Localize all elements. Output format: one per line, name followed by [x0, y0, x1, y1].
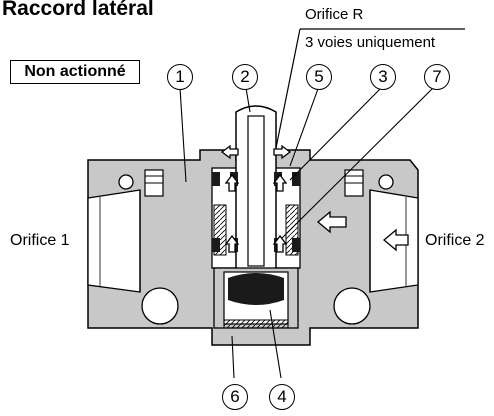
spring-seal	[228, 273, 284, 305]
callout-7: 7	[424, 64, 450, 90]
flow-arrow-up-left	[224, 173, 240, 192]
flow-arrow-inlet-mid	[316, 210, 347, 234]
flow-arrow-right-top	[273, 144, 292, 160]
flow-arrow-up-lower-left	[224, 234, 240, 253]
callout-2: 2	[232, 64, 258, 90]
mounting-hole-large-left	[141, 287, 179, 325]
flow-arrow-inlet-port2	[382, 228, 409, 252]
orifice-1-label: Orifice 1	[10, 232, 70, 249]
flow-arrow-up-right	[272, 173, 288, 192]
flow-arrow-left-top	[220, 144, 239, 160]
orifice-r-leader	[275, 28, 301, 149]
port-1-bore	[87, 189, 141, 293]
mounting-hole-small-right	[378, 174, 394, 190]
mounting-hole-small-left	[118, 174, 134, 190]
callout-4: 4	[269, 384, 295, 410]
callout-6: 6	[222, 384, 248, 410]
diagram-title: Raccord latéral	[2, 0, 154, 20]
callout-1: 1	[167, 64, 193, 90]
callout-5: 5	[306, 64, 332, 90]
mounting-hole-large-right	[333, 287, 371, 325]
flow-arrow-up-lower-right	[272, 234, 288, 253]
callout-3: 3	[370, 64, 396, 90]
state-label: Non actionné	[10, 60, 140, 84]
three-way-only-label: 3 voies uniquement	[305, 34, 436, 51]
orifice-2-label: Orifice 2	[425, 232, 485, 249]
orifice-r-label: Orifice R	[305, 6, 364, 23]
